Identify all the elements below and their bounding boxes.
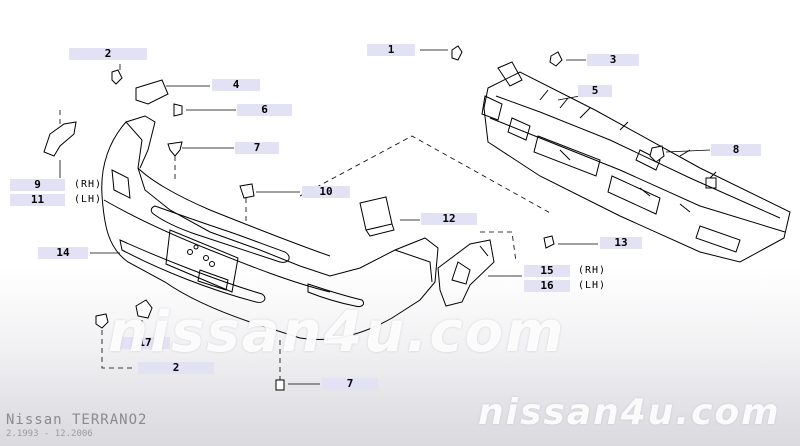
callout-part-11: 11 [10, 194, 65, 206]
bracket [135, 79, 169, 105]
clip-icon [549, 51, 563, 67]
clip-icon [543, 235, 555, 249]
grommet-icon [95, 313, 109, 329]
callout-side-label: (RH) [74, 179, 103, 190]
callout-part-13: 13 [600, 237, 642, 249]
pad [359, 196, 395, 237]
callout-side-label: (RH) [578, 265, 607, 276]
callout-part-6: 6 [237, 104, 292, 116]
clip-icon [173, 103, 183, 117]
watermark-center: nissan4u.com [108, 300, 566, 365]
grommet-icon [135, 299, 153, 319]
leader-line [557, 95, 581, 101]
clip-icon [451, 45, 463, 61]
side-seal [43, 121, 77, 157]
callout-part-1: 1 [367, 44, 415, 56]
callout-part-16: 16 [524, 280, 570, 292]
callout-part-3: 3 [587, 54, 639, 66]
leader-line [665, 149, 711, 153]
callout-part-2: 2 [138, 362, 214, 374]
callout-part-12: 12 [421, 213, 477, 225]
callout-part-17: 17 [120, 337, 170, 349]
callout-part-7: 7 [322, 378, 378, 390]
callout-part-7: 7 [235, 142, 279, 154]
grommet-icon [167, 141, 183, 157]
side-bracket [437, 239, 495, 307]
clip-icon [275, 379, 285, 391]
reinforcement-beam [481, 61, 791, 263]
callout-part-4: 4 [212, 79, 260, 91]
callout-side-label: (LH) [74, 194, 103, 205]
callout-part-15: 15 [524, 265, 570, 277]
callout-part-8: 8 [711, 144, 761, 156]
guide-line [299, 135, 553, 215]
guide-line [101, 330, 136, 369]
clip-icon [649, 145, 665, 163]
callout-part-5: 5 [578, 85, 612, 97]
callout-part-2: 2 [69, 48, 147, 60]
model-name: Nissan TERRANO2 [6, 412, 148, 428]
production-dates: 2.1993 - 12.2006 [6, 429, 93, 439]
guide-line [480, 231, 517, 263]
callout-part-9: 9 [10, 179, 65, 191]
watermark-corner: nissan4u.com [478, 392, 781, 433]
callout-side-label: (LH) [578, 280, 607, 291]
clip-icon [111, 69, 123, 85]
clip-icon [239, 183, 255, 199]
callout-part-14: 14 [38, 247, 88, 259]
callout-part-10: 10 [302, 186, 350, 198]
bumper-fascia [101, 115, 439, 341]
